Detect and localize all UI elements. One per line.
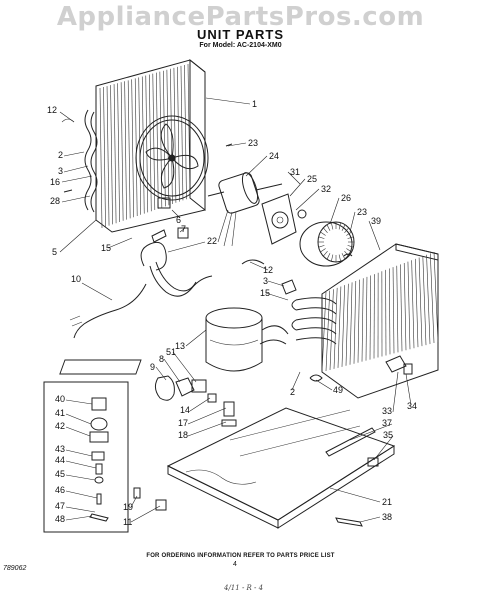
callout-21: 21	[382, 497, 392, 507]
callout-46: 46	[55, 485, 65, 495]
callout-41: 41	[55, 408, 65, 418]
compressor-mounts	[207, 393, 237, 427]
callout-38: 38	[382, 512, 392, 522]
document-number: 789062	[3, 565, 27, 572]
callout-10: 10	[71, 274, 81, 284]
callout-31: 31	[290, 167, 300, 177]
small-hardware	[63, 143, 413, 527]
fan-blade	[135, 115, 209, 201]
callout-2: 2	[290, 387, 295, 397]
callout-35: 35	[383, 430, 393, 440]
callout-3: 3	[58, 166, 63, 176]
callout-22: 22	[207, 236, 217, 246]
callout-39: 39	[371, 216, 381, 226]
callout-23: 23	[248, 138, 258, 148]
callout-12: 12	[47, 105, 57, 115]
callout-5: 5	[52, 247, 57, 257]
callout-17: 17	[178, 418, 188, 428]
callout-14: 14	[180, 405, 190, 415]
page-title: UNIT PARTS	[196, 27, 285, 42]
leader-lines	[59, 97, 412, 523]
base-pan	[166, 407, 396, 529]
callout-15: 15	[101, 243, 111, 253]
callout-48: 48	[55, 514, 65, 524]
callout-15: 15	[260, 288, 270, 298]
callout-11: 11	[123, 517, 132, 527]
callout-18: 18	[178, 430, 188, 440]
watermark: AppliancePartsPros.com	[56, 2, 425, 32]
callout-49: 49	[333, 385, 343, 395]
power-cord	[69, 283, 147, 339]
callout-43: 43	[55, 444, 65, 454]
callout-34: 34	[407, 401, 417, 411]
callout-37: 37	[382, 418, 392, 428]
callout-19: 19	[123, 502, 133, 512]
callout-2: 2	[58, 150, 63, 160]
callout-47: 47	[55, 501, 65, 511]
callout-6: 6	[176, 215, 181, 225]
callout-33: 33	[382, 406, 392, 416]
page-number: 4	[233, 561, 237, 568]
part-callouts: 1 12 2 16 3 28 5 23 24 31 25 32 26 23 39…	[47, 99, 417, 527]
callout-7: 7	[181, 224, 186, 234]
terminal-cover	[154, 375, 207, 401]
callout-40: 40	[55, 394, 65, 404]
compressor	[59, 307, 289, 375]
callout-24: 24	[269, 151, 279, 161]
callout-51: 51	[166, 347, 176, 357]
callout-25: 25	[307, 174, 317, 184]
model-subtitle: For Model: AC-2104-XM0	[199, 42, 282, 49]
callout-26: 26	[341, 193, 351, 203]
callout-12: 12	[263, 265, 273, 275]
motor-mount	[261, 193, 297, 245]
capillary-tube	[140, 241, 213, 297]
blower-wheel	[299, 221, 355, 267]
callout-28: 28	[50, 196, 60, 206]
callout-45: 45	[55, 469, 65, 479]
ordering-info-note: FOR ORDERING INFORMATION REFER TO PARTS …	[146, 553, 335, 559]
evaporator-coil	[61, 58, 206, 233]
callout-16: 16	[50, 177, 60, 187]
callout-32: 32	[321, 184, 331, 194]
callout-9: 9	[150, 362, 155, 372]
fan-motor	[207, 172, 307, 247]
callout-13: 13	[175, 341, 185, 351]
callout-42: 42	[55, 421, 65, 431]
callout-23: 23	[357, 207, 367, 217]
condenser-coil	[291, 243, 439, 399]
callout-1: 1	[252, 99, 257, 109]
handwritten-signature: 4/11 - R - 4	[224, 584, 264, 592]
callout-3: 3	[263, 276, 268, 286]
callout-8: 8	[159, 354, 164, 364]
callout-44: 44	[55, 455, 65, 465]
